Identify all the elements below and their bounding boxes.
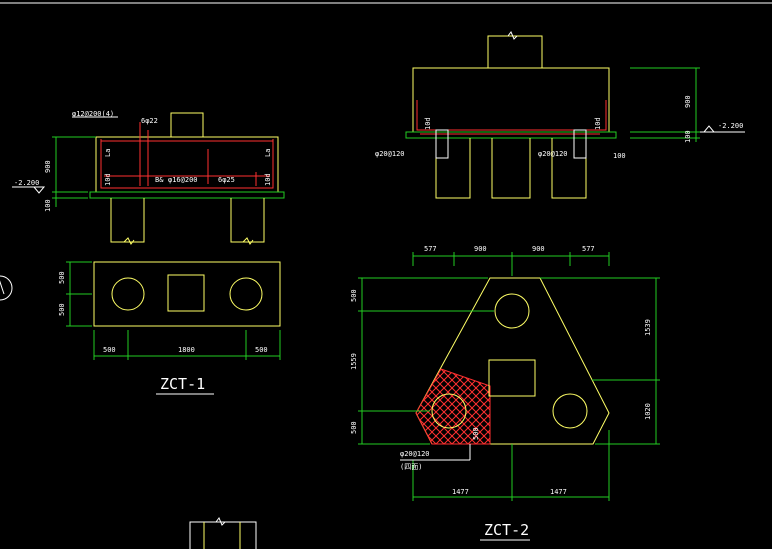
zct2-title: ZCT-2 [484,521,529,539]
zct1-plan-dim-y2: 500 [58,303,66,316]
zct2-rebar-bottom [416,100,607,131]
zct2-tag-right [573,129,587,159]
zct2-dim-left-1: 500 [350,289,358,302]
zct1-rebar-top-label: φ12@200(4) [72,110,114,118]
zct2-hatch-area [415,368,491,445]
zct2-dim-top-3: 900 [532,245,545,253]
zct2-tod-right: 10d [594,117,602,130]
zct1-plan-dim-y1: 500 [58,271,66,284]
zct1-rebar-right-label: 6φ25 [218,176,235,184]
north-arrow-icon [0,275,13,301]
zct1-plan-pile-left [111,277,145,311]
zct2-plan-column [488,359,536,397]
zct2-pile-right [551,138,587,199]
zct2-hatch-label: φ20@120 [400,450,430,458]
zct2-dim-base: 100 [684,130,692,143]
zct2-section-view: 900 100 -2.200 φ20@120 φ20@120 100 10d 1… [375,31,745,199]
zct2-elev-marker [702,125,716,133]
zct2-dim-top-1: 577 [424,245,437,253]
zct2-plan-pile-right [552,393,588,429]
zct1-la-left: La [104,149,112,157]
zct2-rebar-left-label: φ20@120 [375,150,405,158]
zct2-dim-right-2: 1020 [644,403,652,420]
zct1-pile-break-left [123,237,135,245]
zct2-rebar-mid-label: φ20@120 [538,150,568,158]
zct1-dim-base: 100 [44,199,52,212]
zct2-dim-top-2: 900 [474,245,487,253]
zct1-plan-outline [93,261,281,327]
zct1-plan-dim-x1: 500 [103,346,116,354]
north-arrow-pointer [0,280,5,295]
zct2-dim-bottom-1: 1477 [452,488,469,496]
zct1-cushion [89,191,285,199]
zct2-side-dim: 100 [613,152,626,160]
zct2-dim-left-2: 1559 [350,353,358,370]
zct2-column-break [507,31,518,40]
zct2-dim-left-3: 500 [350,421,358,434]
zct1-rebar-bottom [100,139,274,189]
zct2-dim-right-1: 1539 [644,319,652,336]
zct2-elevation: -2.200 [718,122,743,130]
zct1-plan-view: 500 500 500 1800 500 ZCT-1 [58,261,281,395]
zct2-plan-pile-top [494,293,530,329]
zct2-dim-bottom-2: 1477 [550,488,567,496]
zct1-dim-height: 900 [44,160,52,173]
zct2-dim-height: 900 [684,95,692,108]
zct1-rebar-bottom-prefix: B& [155,176,164,184]
zct1-column-stub [170,112,204,137]
zct2-pile-mid [491,138,531,199]
zct1-plan-dim-x3: 500 [255,346,268,354]
zct1-pile-right [230,198,265,243]
zct1-pile-left [110,198,145,243]
zct1-plan-column [167,274,205,312]
zct1-tod-right: 10d [264,173,272,186]
zct2-plan-pile-left [431,393,467,429]
zct1-title: ZCT-1 [160,375,205,393]
zct1-section-view: φ12@200(4) 6φ22 B& φ16@200 6φ25 La La 10… [12,110,285,245]
zct2-pile-left [435,138,471,199]
zct1-tod-left: 10d [104,173,112,186]
next-drawing-fragment [189,517,257,549]
zct2-plan-view: 577 900 900 577 500 1559 500 1539 1020 1… [350,245,660,541]
zct2-hatch-dim: 500 [472,427,480,440]
zct2-tag-left [435,129,449,159]
zct1-plan-dim-x2: 1800 [178,346,195,354]
zct2-dim-top-4: 577 [582,245,595,253]
zct1-plan-pile-right [229,277,263,311]
fragment-break [215,517,226,526]
zct2-cap-outline [412,67,610,133]
zct2-cushion [405,131,617,139]
zct1-rebar-column-label: 6φ22 [141,117,158,125]
zct1-la-right: La [264,149,272,157]
zct1-rebar-bottom-label: φ16@200 [168,176,198,184]
zct1-pile-break-right [242,237,254,245]
zct2-tod-left: 10d [424,117,432,130]
zct1-elevation: -2.200 [14,179,39,187]
zct2-hatch-sublabel: (四面) [400,463,422,471]
zct2-column-stub [487,35,543,68]
zct1-elev-marker [32,186,46,194]
fragment-outline [189,521,257,549]
